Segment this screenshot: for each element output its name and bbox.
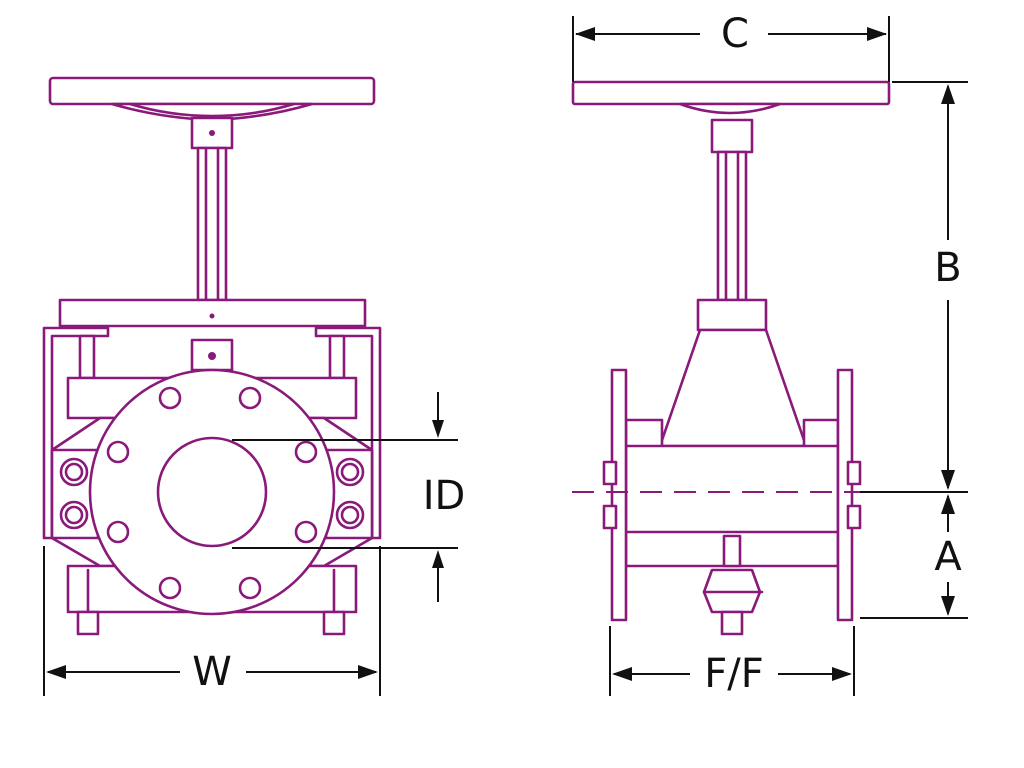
front-handwheel [48, 76, 376, 122]
front-stem [196, 146, 228, 302]
front-bottom-bolt-right [322, 610, 346, 636]
front-view: ID W [42, 76, 465, 696]
side-stem [716, 150, 748, 302]
front-coupler-pin [209, 130, 215, 136]
c-dimension: C [572, 11, 890, 82]
a-label: A [934, 534, 962, 580]
side-stem-coupler [710, 118, 754, 154]
front-bottom-bolt-left [76, 610, 100, 636]
ff-label: F/F [704, 651, 764, 697]
a-dimension: A [860, 494, 968, 619]
ff-dimension: F/F [609, 626, 855, 697]
side-flange-left [602, 368, 628, 622]
front-side-frame-right [314, 326, 382, 540]
side-view: C B A F/F [571, 11, 968, 697]
front-yoke-dot [209, 313, 215, 319]
id-dimension: ID [232, 392, 465, 602]
front-side-frame-left [42, 326, 110, 540]
front-stem-nut [190, 338, 234, 372]
side-yoke [658, 328, 808, 448]
side-drain [702, 534, 764, 636]
id-label: ID [423, 473, 466, 519]
b-label: B [934, 245, 961, 291]
front-flange [88, 368, 336, 616]
c-label: C [721, 11, 749, 57]
front-lug-left [50, 448, 100, 540]
side-flange-right [836, 368, 862, 622]
w-dimension: W [43, 546, 381, 696]
front-yoke-plate [58, 298, 367, 328]
b-dimension: B [860, 81, 968, 493]
side-stem-nut [696, 298, 768, 332]
w-label: W [192, 649, 232, 695]
front-stem-nut-pin [208, 352, 216, 360]
front-bore [156, 436, 268, 548]
side-handwheel [571, 80, 891, 115]
